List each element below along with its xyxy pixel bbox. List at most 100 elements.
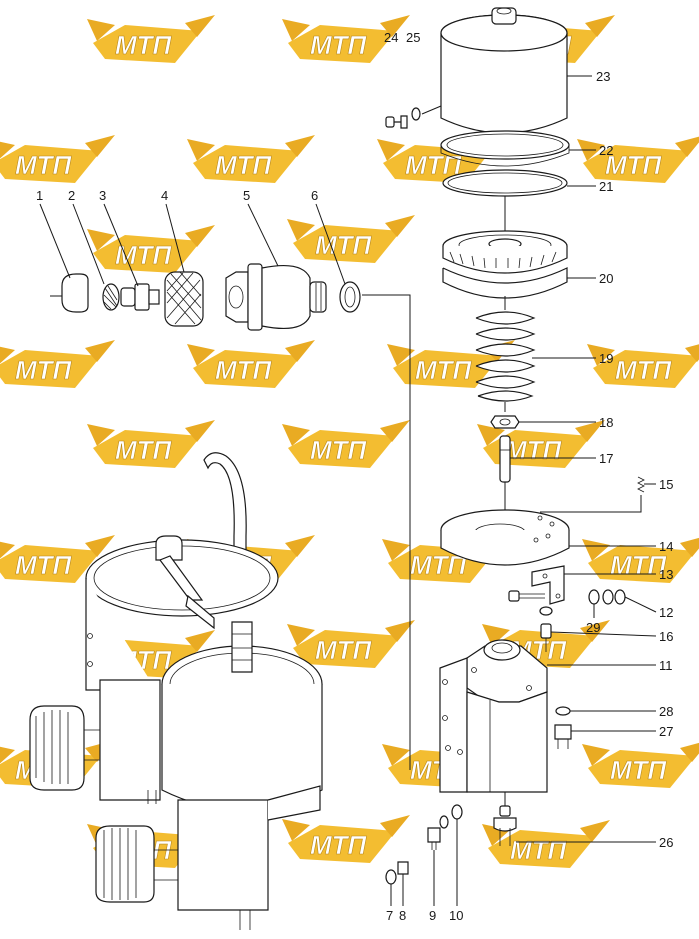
watermark-text: МТП xyxy=(315,635,373,665)
watermark-logo: МТП xyxy=(87,225,215,273)
part-17-pin xyxy=(499,435,511,483)
callout-17: 17 xyxy=(599,451,613,466)
watermark-text: МТП xyxy=(605,150,663,180)
watermark-logo: МТП xyxy=(87,15,215,63)
callout-7: 7 xyxy=(386,908,393,923)
part-9-fitting xyxy=(427,827,441,843)
watermark-logo: МТП xyxy=(587,344,699,388)
part-12-washer xyxy=(602,589,614,605)
callout-1: 1 xyxy=(36,188,43,203)
watermark-logo: МТП xyxy=(282,420,410,468)
part-15-small-spring xyxy=(637,476,645,493)
part-6-ring xyxy=(339,281,361,313)
assembled-unit xyxy=(29,452,323,930)
watermark-text: МТП xyxy=(115,240,173,270)
leader-lines xyxy=(39,75,657,906)
callout-5: 5 xyxy=(243,188,250,203)
part-16-bolt xyxy=(540,623,552,639)
watermark-text: МТП xyxy=(115,435,173,465)
part-21-o-ring xyxy=(442,169,568,197)
watermark-text: МТП xyxy=(115,30,173,60)
watermark-logo: МТП xyxy=(0,535,115,583)
callout-6: 6 xyxy=(311,188,318,203)
watermark-logo: МТП xyxy=(582,742,699,788)
watermark-text: МТП xyxy=(15,355,73,385)
callout-13: 13 xyxy=(659,567,673,582)
watermark-logo: МТП xyxy=(187,340,315,388)
watermark-logo: МТП xyxy=(187,135,315,183)
valve-stack xyxy=(385,7,645,885)
watermark-text: МТП xyxy=(310,435,368,465)
part-26-plug xyxy=(493,817,517,832)
watermark-logo: МТП xyxy=(0,135,115,183)
part-10-washer xyxy=(451,804,463,820)
callout-labels: 1 2 3 4 5 6 7 8 9 10 11 12 13 14 15 16 1… xyxy=(36,30,673,923)
filter-strip xyxy=(50,263,411,760)
callout-8: 8 xyxy=(399,908,406,923)
callout-15: 15 xyxy=(659,477,673,492)
watermark-logo: МТП xyxy=(282,15,410,63)
callout-29: 29 xyxy=(586,620,600,635)
callout-19: 19 xyxy=(599,351,613,366)
part-19-spring xyxy=(475,296,536,412)
part-18-nut xyxy=(490,415,520,429)
callout-28: 28 xyxy=(659,704,673,719)
part-24-screw xyxy=(387,115,408,129)
part-1-cap xyxy=(61,273,89,313)
callout-27: 27 xyxy=(659,724,673,739)
watermark-logo: МТП xyxy=(87,420,215,468)
watermark-logo: МТП xyxy=(287,620,415,668)
watermark-logo: МТП xyxy=(287,215,415,263)
watermark-logo: МТП xyxy=(482,820,610,868)
watermark-text: МТП xyxy=(15,150,73,180)
part-11-housing xyxy=(439,639,548,793)
callout-25: 25 xyxy=(406,30,420,45)
callout-18: 18 xyxy=(599,415,613,430)
part-28-washer xyxy=(555,706,571,716)
watermark-text: МТП xyxy=(505,435,563,465)
part-22-gasket xyxy=(440,130,570,160)
part-29-washer xyxy=(588,589,600,605)
callout-4: 4 xyxy=(161,188,168,203)
callout-12: 12 xyxy=(659,605,673,620)
part-25-washer xyxy=(411,107,421,121)
callout-14: 14 xyxy=(659,539,673,554)
callout-26: 26 xyxy=(659,835,673,850)
part-20-diaphragm xyxy=(442,230,568,299)
watermark-text: МТП xyxy=(315,230,373,260)
watermark-text: МТП xyxy=(215,150,273,180)
watermark-logo: МТП xyxy=(387,340,515,388)
part-13-bracket xyxy=(531,565,565,605)
callout-2: 2 xyxy=(68,188,75,203)
callout-3: 3 xyxy=(99,188,106,203)
watermark-text: МТП xyxy=(415,355,473,385)
watermark-text: МТП xyxy=(510,835,568,865)
part-3-nipple xyxy=(120,287,136,307)
watermark-text: МТП xyxy=(405,150,463,180)
part-8-fitting xyxy=(397,861,409,875)
watermark-text: МТП xyxy=(310,30,368,60)
callout-9: 9 xyxy=(429,908,436,923)
callout-16: 16 xyxy=(659,629,673,644)
part-27-bolt xyxy=(554,724,572,740)
watermark-text: МТП xyxy=(610,550,668,580)
callout-22: 22 xyxy=(599,143,613,158)
watermark-logo: МТП xyxy=(0,340,115,388)
watermark-text: МТП xyxy=(215,355,273,385)
watermark-text: МТП xyxy=(310,830,368,860)
callout-23: 23 xyxy=(596,69,610,84)
watermark-text: МТП xyxy=(615,355,673,385)
watermark-logo: МТП xyxy=(577,136,699,183)
part-14-valve-body xyxy=(440,509,570,566)
callout-21: 21 xyxy=(599,179,613,194)
part-7-washer xyxy=(385,869,397,885)
watermark-text: МТП xyxy=(15,550,73,580)
callout-11: 11 xyxy=(659,658,673,673)
callout-10: 10 xyxy=(449,908,463,923)
callout-24: 24 xyxy=(384,30,398,45)
watermark-text: МТП xyxy=(610,755,668,785)
callout-20: 20 xyxy=(599,271,613,286)
watermark-logo: МТП xyxy=(582,537,699,583)
